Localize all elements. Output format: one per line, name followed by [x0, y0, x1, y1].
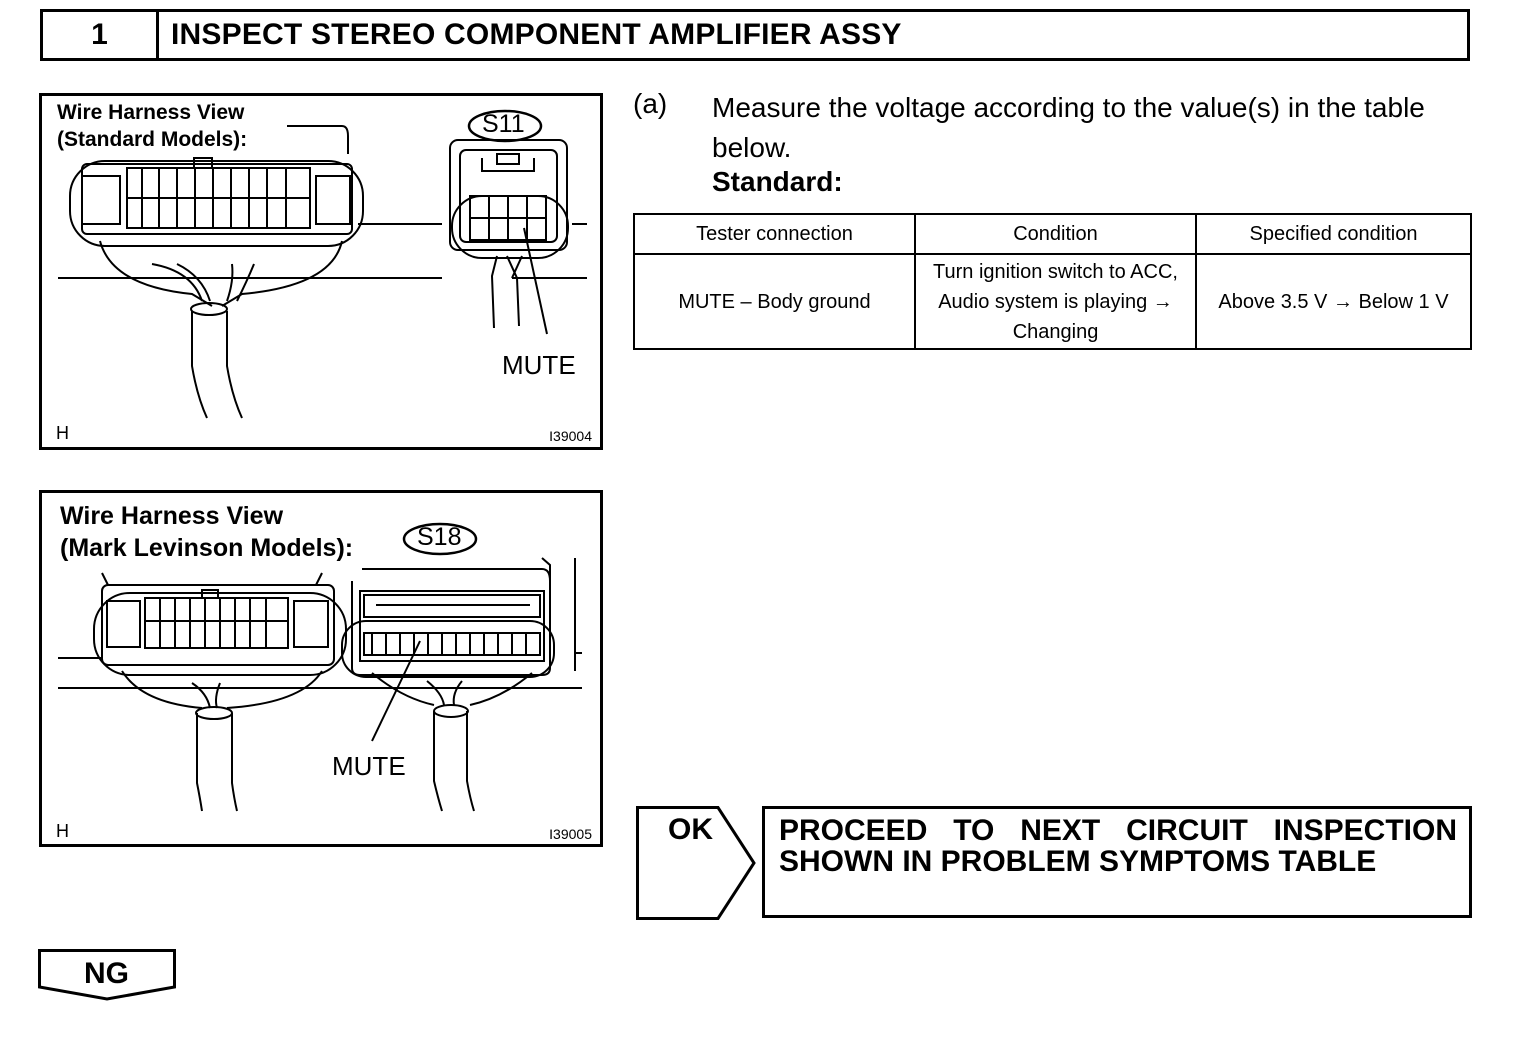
column-header: Tester connection [633, 213, 916, 255]
ng-label: NG [84, 957, 129, 990]
step-header: 1 INSPECT STEREO COMPONENT AMPLIFIER ASS… [40, 9, 1470, 61]
figure-title: Wire Harness View (Standard Models): [57, 101, 248, 151]
ok-arrow-box [636, 806, 756, 920]
pin-label: MUTE [502, 350, 576, 380]
connector-label: S18 [417, 523, 462, 551]
step-number: 1 [43, 12, 159, 58]
table-header-row: Tester connection Condition Specified co… [633, 213, 1472, 255]
column-header: Condition [914, 213, 1197, 255]
column-header: Specified condition [1195, 213, 1472, 255]
corner-letter: H [56, 821, 69, 841]
connector-diagram-mark-levinson [58, 522, 582, 812]
step-title: INSPECT STEREO COMPONENT AMPLIFIER ASSY [171, 18, 902, 51]
pin-label: MUTE [332, 751, 406, 781]
ok-label: OK [668, 813, 713, 846]
spec-table: Tester connection Condition Specified co… [633, 213, 1472, 350]
figure-id: I39005 [549, 826, 592, 842]
wire-harness-figure-standard: Wire Harness View (Standard Models): S11… [39, 93, 603, 450]
ok-action-box: PROCEED TO NEXT CIRCUIT INSPECTION SHOWN… [762, 806, 1472, 918]
ng-arrow-box [38, 949, 176, 1001]
condition-cell: Turn ignition switch to ACC, Audio syste… [914, 253, 1197, 350]
specified-condition-cell: Above 3.5 V → Below 1 V [1195, 253, 1472, 350]
table-row: MUTE – Body ground Turn ignition switch … [633, 253, 1472, 350]
connector-diagram-standard [58, 109, 587, 419]
tester-connection-cell: MUTE – Body ground [633, 253, 916, 350]
ok-action-line-2: SHOWN IN PROBLEM SYMPTOMS TABLE [779, 845, 1377, 878]
figure-title: Wire Harness View (Mark Levinson Models)… [60, 502, 354, 562]
figure-id: I39004 [549, 428, 592, 444]
corner-letter: H [56, 423, 69, 443]
instruction-marker: (a) [633, 88, 668, 119]
instruction-text: Measure the voltage according to the val… [712, 92, 1425, 163]
wire-harness-figure-mark-levinson: Wire Harness View (Mark Levinson Models)… [39, 490, 603, 847]
ok-action-line-1: PROCEED TO NEXT CIRCUIT INSPECTION [779, 814, 1457, 847]
standard-label: Standard: [712, 166, 843, 197]
connector-label: S11 [482, 110, 525, 138]
